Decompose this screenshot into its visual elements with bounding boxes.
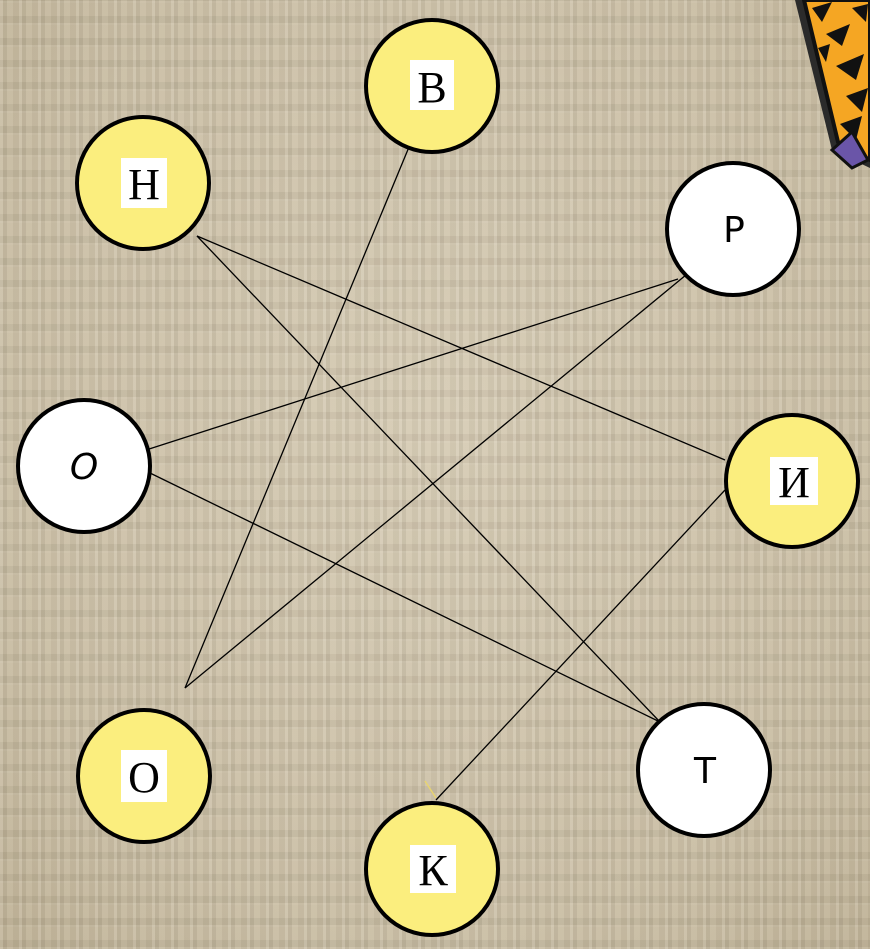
connectors bbox=[146, 147, 725, 800]
node-letter: В bbox=[417, 63, 446, 112]
node-letter: Н bbox=[128, 160, 160, 209]
node-o-bottom: О bbox=[78, 710, 210, 842]
connector-o-t bbox=[150, 473, 660, 722]
connector-o-r bbox=[185, 270, 692, 688]
node-letter: О bbox=[70, 447, 98, 488]
connector-n-i bbox=[197, 236, 725, 460]
node-r: Р bbox=[667, 163, 799, 295]
node-o-left: О bbox=[18, 400, 150, 532]
connector-t-n bbox=[197, 236, 660, 722]
connector-r-o bbox=[146, 279, 678, 450]
node-i: И bbox=[726, 415, 858, 547]
node-letter: И bbox=[778, 458, 810, 507]
connector-v-o bbox=[185, 147, 409, 688]
node-letter: Р bbox=[723, 210, 745, 251]
node-t: Т bbox=[638, 704, 770, 836]
faint-tick-mark bbox=[425, 781, 436, 798]
node-letter: К bbox=[418, 846, 448, 895]
node-letter: О bbox=[128, 753, 160, 802]
tiger-pencil-icon bbox=[795, 0, 870, 168]
node-n: Н bbox=[77, 117, 209, 249]
node-letter: Т bbox=[693, 751, 717, 792]
node-k: К bbox=[366, 803, 498, 935]
node-v: В bbox=[366, 20, 498, 152]
